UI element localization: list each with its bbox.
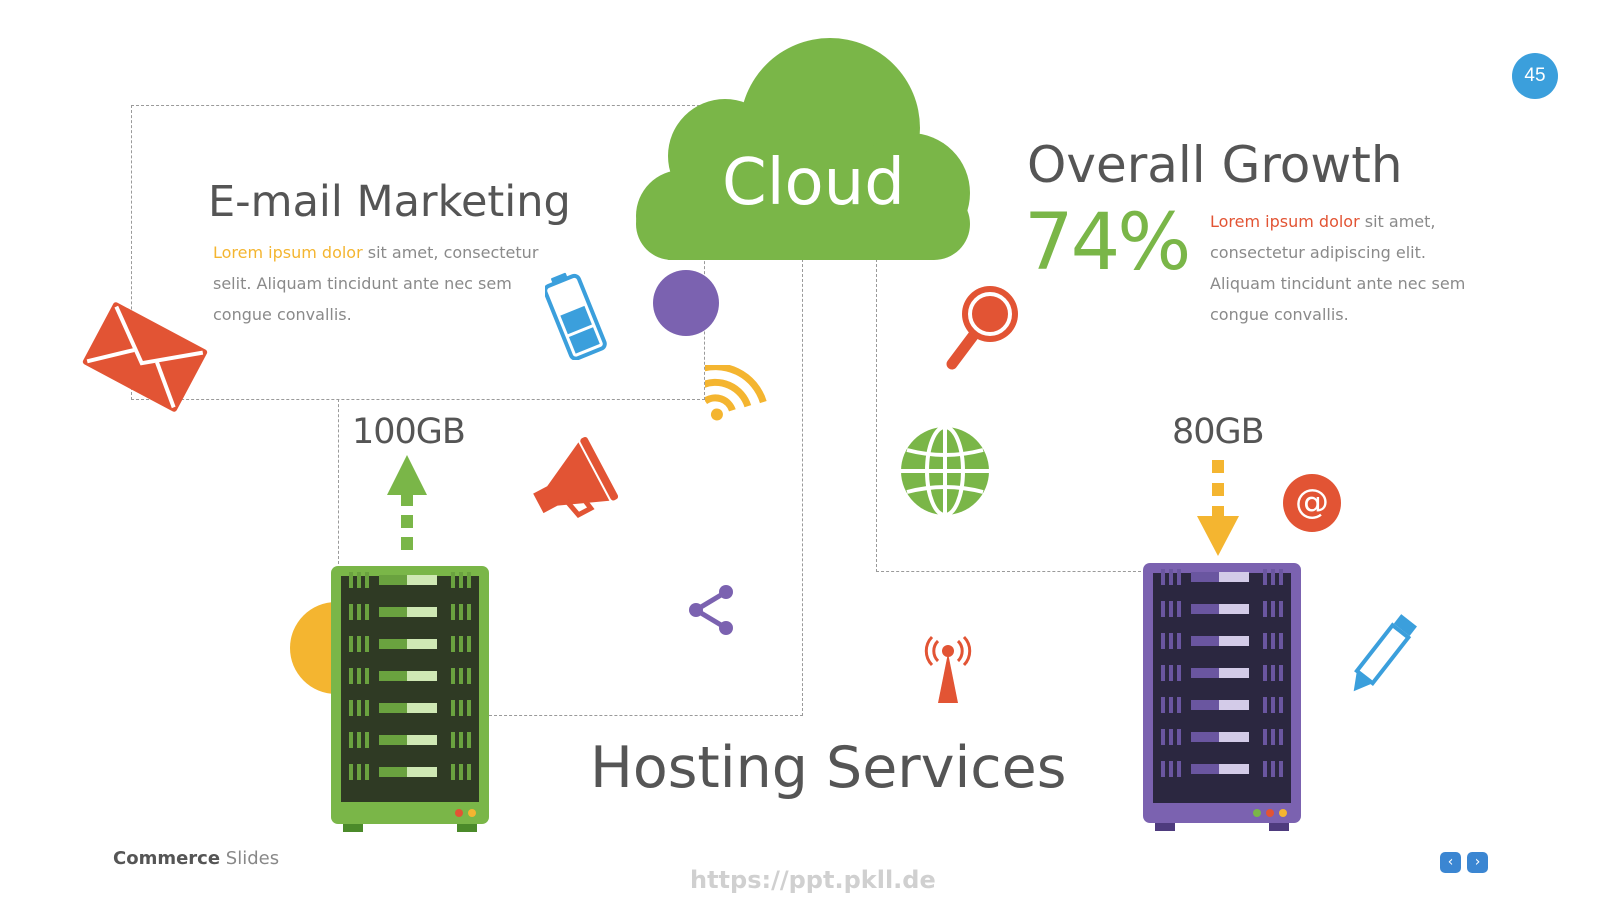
email-marketing-title: E-mail Marketing	[208, 177, 571, 227]
battery-icon	[545, 272, 607, 360]
growth-body: sit amet, consectetur adipiscing elit. A…	[1210, 212, 1466, 324]
cloud-label: Cloud	[722, 146, 905, 220]
email-highlight: Lorem ipsum dolor	[213, 243, 363, 262]
footer-brand-bold: Commerce	[113, 848, 221, 869]
green-server-rack	[331, 566, 489, 832]
connector-left-server	[338, 399, 339, 564]
watermark-url: https://ppt.pkll.de	[690, 866, 936, 894]
purple-server-rack	[1143, 563, 1301, 831]
cloud-shape	[636, 38, 970, 260]
footer-brand-light: Slides	[220, 848, 280, 869]
growth-percent: 74%	[1024, 198, 1191, 288]
globe-icon	[901, 425, 989, 517]
left-server-capacity: 100GB	[352, 412, 466, 452]
growth-highlight: Lorem ipsum dolor	[1210, 212, 1360, 231]
page-number-badge: 45	[1512, 53, 1558, 99]
connector-cloud-left	[489, 254, 803, 716]
megaphone-icon	[533, 437, 619, 519]
email-marketing-text: Lorem ipsum dolor sit amet, consectetur …	[213, 237, 543, 330]
prev-slide-button[interactable]: ‹	[1440, 852, 1461, 873]
arrow-up-icon	[387, 455, 427, 550]
overall-growth-title: Overall Growth	[1027, 136, 1403, 194]
wifi-icon	[705, 365, 767, 421]
share-icon	[689, 585, 733, 635]
connector-cloud-right	[876, 254, 1141, 572]
hosting-services-title: Hosting Services	[590, 735, 1067, 801]
footer-brand: Commerce Slides	[113, 848, 279, 869]
right-server-capacity: 80GB	[1172, 412, 1265, 452]
at-sign-icon: @	[1283, 474, 1341, 532]
antenna-icon	[924, 635, 972, 703]
email-body: sit amet, consectetur selit. Aliquam tin…	[213, 243, 539, 324]
pencil-icon	[1353, 614, 1417, 692]
next-slide-button[interactable]: ›	[1467, 852, 1488, 873]
purple-dot	[653, 270, 719, 336]
growth-text: Lorem ipsum dolor sit amet, consectetur …	[1210, 206, 1470, 330]
magnifier-icon	[946, 286, 1018, 370]
arrow-down-icon	[1197, 460, 1239, 556]
envelope-icon	[82, 302, 208, 412]
